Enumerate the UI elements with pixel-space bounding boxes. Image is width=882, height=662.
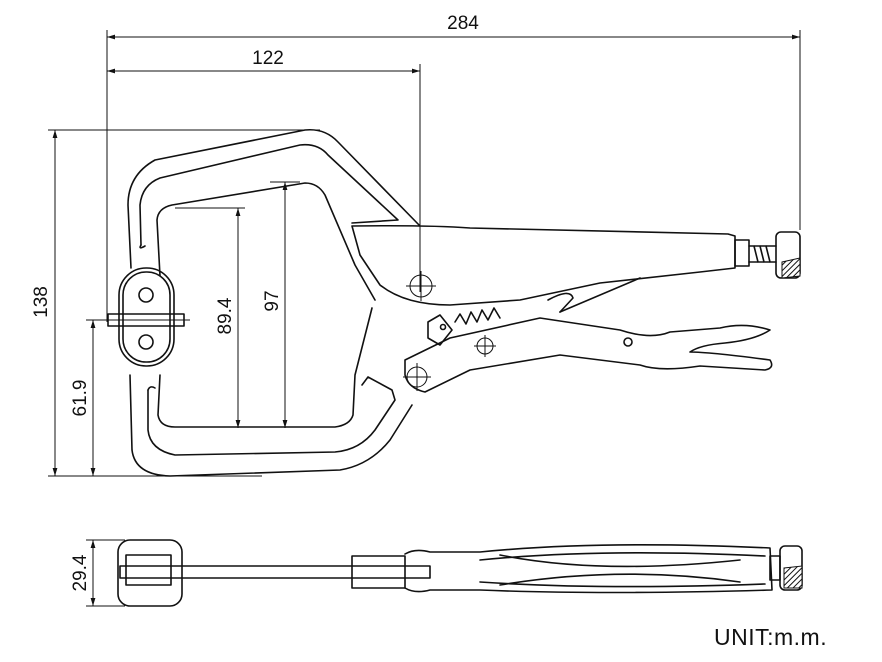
lower-handle: [403, 277, 773, 393]
release-lever: [427, 314, 453, 346]
dim-thickness: 29.4: [70, 554, 91, 591]
dim-pad-height: 61.9: [70, 380, 91, 417]
c-frame: [107, 128, 421, 477]
upper-handle: [351, 224, 801, 306]
spring: [454, 307, 501, 325]
pad-rivet-hole: [138, 287, 154, 303]
dim-jaw-to-pivot: 122: [252, 48, 284, 69]
pad-pin: [107, 313, 185, 327]
dim-inner-opening: 89.4: [215, 297, 236, 334]
screw-thread: [748, 245, 777, 263]
dim-overall-height: 138: [31, 286, 52, 318]
swivel-pad: [118, 267, 175, 367]
extension-lines: [48, 30, 801, 607]
dim-throat-depth: 97: [262, 290, 283, 311]
side-view: [117, 539, 803, 607]
pad-rivet-hole: [138, 334, 154, 350]
screw-collar: [734, 239, 750, 267]
unit-label: UNIT:m.m.: [714, 624, 828, 650]
side-pad: [117, 539, 183, 607]
adjusting-knob: [775, 231, 801, 279]
dimension-lines: [52, 34, 800, 606]
dim-overall-length: 284: [447, 13, 479, 34]
